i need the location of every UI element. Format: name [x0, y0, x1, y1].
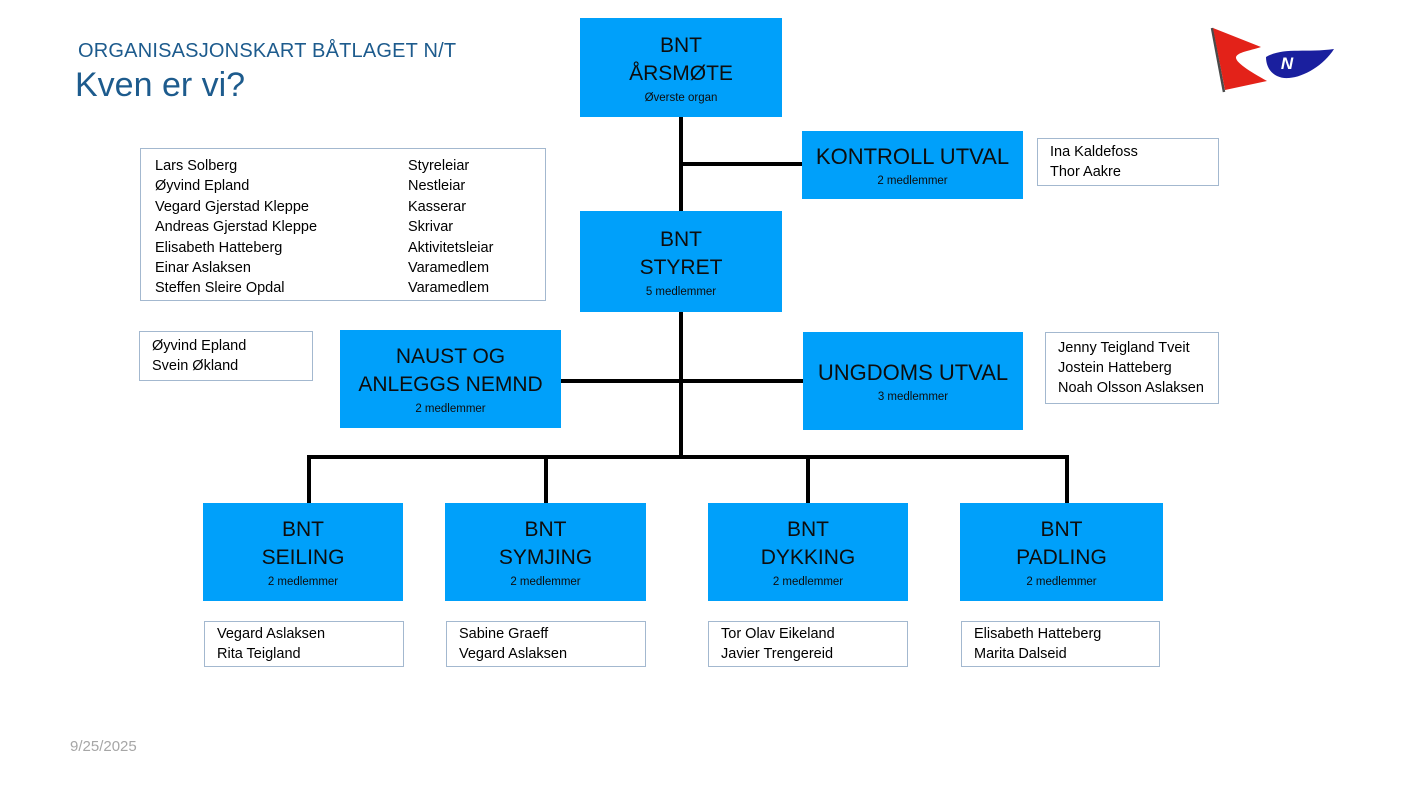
orgbox-dykking: BNT DYKKING 2 medlemmer [708, 503, 908, 601]
orgbox-title-line: BNT [787, 518, 829, 541]
connector-drop-symjing [544, 455, 548, 503]
member-name: Noah Olsson Aslaksen [1058, 380, 1204, 396]
board-row: Andreas Gjerstad Kleppe Skrivar [155, 217, 531, 237]
orgbox-subtitle: 2 medlemmer [510, 576, 581, 588]
member-name: Elisabeth Hatteberg [974, 626, 1102, 642]
member-name: Thor Aakre [1050, 164, 1121, 180]
club-burgee-logo: N [1210, 27, 1334, 93]
orgbox-title-line: STYRET [639, 255, 723, 279]
board-row: Steffen Sleire Opdal Varamedlem [155, 278, 531, 298]
members-kontroll: Ina Kaldefoss Thor Aakre [1037, 138, 1219, 186]
orgbox-arsmote: BNT ÅRSMØTE Øverste organ [580, 18, 782, 117]
member-name: Vegard Aslaksen [217, 626, 326, 642]
orgbox-title-line: UNGDOMS UTVAL [817, 360, 1009, 385]
member-name: Vegard Aslaksen [459, 646, 568, 662]
orgbox-subtitle: 3 medlemmer [877, 391, 949, 403]
member-name: Marita Dalseid [974, 646, 1067, 662]
connector-drop-seiling [307, 455, 311, 503]
orgbox-title-line: BNT [1040, 518, 1083, 541]
board-member-name: Vegard Gjerstad Kleppe [155, 198, 309, 215]
logo-letter: N [1281, 54, 1294, 73]
orgbox-symjing: BNT SYMJING 2 medlemmer [445, 503, 646, 601]
member-name: Øyvind Epland [152, 338, 247, 354]
board-member-name: Andreas Gjerstad Kleppe [155, 219, 318, 236]
slide-date: 9/25/2025 [70, 738, 137, 755]
slide-kicker: ORGANISASJONSKART BÅTLAGET N/T [78, 40, 457, 62]
orgbox-title-line: ÅRSMØTE [629, 61, 733, 85]
orgbox-subtitle: 2 medlemmer [1026, 576, 1097, 588]
members-dykking: Tor Olav Eikeland Javier Trengereid [708, 621, 908, 667]
board-member-name: Einar Aslaksen [155, 260, 251, 277]
orgbox-naust-nemnd: NAUST OG ANLEGGS NEMND 2 medlemmer [340, 330, 561, 428]
board-member-role: Nestleiar [408, 178, 466, 195]
orgbox-subtitle: 2 medlemmer [772, 576, 844, 588]
connector-to-kontroll [679, 162, 802, 166]
orgbox-title-line: KONTROLL UTVAL [815, 144, 1010, 169]
board-member-role: Varamedlem [408, 280, 490, 297]
orgbox-title-line: BNT [660, 33, 702, 57]
orgbox-title-line: SEILING [261, 546, 345, 569]
orgbox-title-line: PADLING [1016, 546, 1107, 569]
orgbox-subtitle: 2 medlemmer [267, 576, 339, 588]
orgbox-title-line: SYMJING [498, 546, 593, 569]
board-row: Einar Aslaksen Varamedlem [155, 258, 531, 278]
orgbox-subtitle: 2 medlemmer [877, 175, 948, 187]
connector-groups-horizontal [307, 455, 1069, 459]
orgbox-padling: BNT PADLING 2 medlemmer [960, 503, 1163, 601]
board-member-name: Elisabeth Hatteberg [155, 239, 283, 256]
members-padling: Elisabeth Hatteberg Marita Dalseid [961, 621, 1160, 667]
member-name: Tor Olav Eikeland [721, 626, 835, 642]
orgbox-styret: BNT STYRET 5 medlemmer [580, 211, 782, 312]
orgbox-title-line: BNT [524, 518, 567, 541]
connector-styret-down [679, 312, 683, 459]
burgee-red-shape [1213, 28, 1267, 90]
member-name: Svein Økland [152, 358, 239, 374]
flag-staff [1210, 27, 1226, 93]
board-member-role: Aktivitetsleiar [408, 239, 494, 256]
board-member-name: Øyvind Epland [155, 178, 250, 195]
burgee-blue-shape [1266, 49, 1334, 79]
member-name: Rita Teigland [217, 646, 301, 662]
member-name: Sabine Graeff [459, 626, 549, 642]
member-name: Jenny Teigland Tveit [1058, 340, 1190, 356]
board-row: Elisabeth Hatteberg Aktivitetsleiar [155, 238, 531, 258]
members-naust: Øyvind Epland Svein Økland [139, 331, 313, 381]
board-member-role: Varamedlem [408, 260, 490, 277]
orgbox-title-line: NAUST OG [395, 345, 506, 368]
connector-naust-ungdoms [561, 379, 803, 383]
members-ungdoms: Jenny Teigland Tveit Jostein Hatteberg N… [1045, 332, 1219, 404]
page-title: Kven er vi? [75, 66, 246, 104]
board-member-role: Skrivar [408, 219, 454, 236]
board-row: Vegard Gjerstad Kleppe Kasserar [155, 197, 531, 217]
members-seiling: Vegard Aslaksen Rita Teigland [204, 621, 404, 667]
member-name: Javier Trengereid [721, 646, 834, 662]
orgbox-seiling: BNT SEILING 2 medlemmer [203, 503, 403, 601]
board-member-role: Kasserar [408, 198, 467, 215]
orgbox-kontroll-utval: KONTROLL UTVAL 2 medlemmer [802, 131, 1023, 199]
board-member-name: Lars Solberg [155, 158, 238, 174]
members-symjing: Sabine Graeff Vegard Aslaksen [446, 621, 646, 667]
board-row: Lars Solberg Styreleiar [155, 156, 531, 176]
member-name: Jostein Hatteberg [1058, 360, 1172, 376]
orgbox-subtitle: Øverste organ [644, 91, 718, 104]
orgbox-title-line: DYKKING [760, 546, 856, 569]
board-member-role: Styreleiar [408, 158, 470, 174]
orgbox-subtitle: 5 medlemmer [645, 285, 717, 298]
orgbox-title-line: ANLEGGS NEMND [358, 373, 543, 396]
connector-drop-padling [1065, 455, 1069, 503]
orgbox-subtitle: 2 medlemmer [415, 403, 486, 415]
orgbox-ungdoms-utval: UNGDOMS UTVAL 3 medlemmer [803, 332, 1023, 430]
orgbox-title-line: BNT [660, 227, 702, 251]
member-name: Ina Kaldefoss [1050, 144, 1138, 160]
connector-drop-dykking [806, 455, 810, 503]
board-member-list: Lars Solberg Styreleiar Øyvind Epland Ne… [140, 148, 546, 301]
orgbox-title-line: BNT [282, 518, 324, 541]
board-row: Øyvind Epland Nestleiar [155, 176, 531, 196]
board-member-name: Steffen Sleire Opdal [155, 280, 285, 297]
